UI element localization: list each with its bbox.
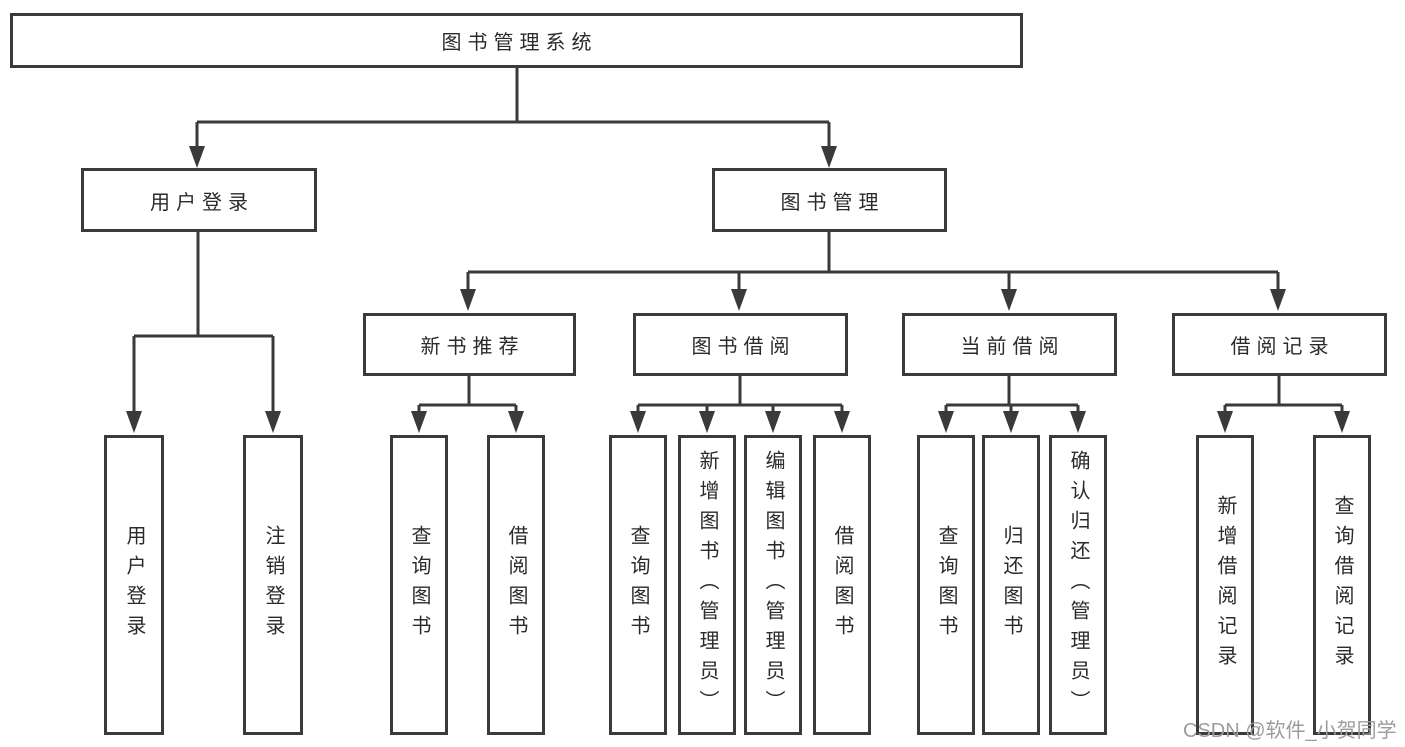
leaf-cb-query-book: 查询图书 <box>917 435 975 735</box>
arrow-down-icon <box>265 411 281 433</box>
node-label: 借阅记录 <box>1230 336 1335 358</box>
node-label: 新书推荐 <box>420 336 525 358</box>
node-label: 用户登录 <box>150 191 254 214</box>
leaf-label: 用户登录 <box>123 525 145 645</box>
leaf-nb-borrow-book: 借阅图书 <box>487 435 545 735</box>
arrow-down-icon <box>630 411 646 433</box>
leaf-label: 新增图书（管理员） <box>696 450 718 720</box>
node-label: 图书管理 <box>780 191 885 214</box>
arrow-down-icon <box>126 411 142 433</box>
arrow-down-icon <box>508 411 524 433</box>
leaf-bb-query-book: 查询图书 <box>609 435 667 735</box>
arrow-down-icon <box>1070 411 1086 433</box>
leaf-label: 查询图书 <box>408 525 430 645</box>
arrow-down-icon <box>1334 411 1350 433</box>
leaf-label: 借阅图书 <box>505 525 527 645</box>
arrow-down-icon <box>765 411 781 433</box>
connector-book-mgmt <box>466 232 1280 293</box>
leaf-label: 查询借阅记录 <box>1331 495 1353 675</box>
node-current-borrow: 当前借阅 <box>902 313 1117 376</box>
connector-borrow-record <box>1223 376 1344 415</box>
leaf-bb-edit-book-admin: 编辑图书（管理员） <box>744 435 802 735</box>
connector-user-login <box>132 232 275 415</box>
csdn-watermark: CSDN @软件_小贺同学 <box>1183 720 1397 742</box>
node-book-mgmt: 图书管理 <box>712 168 947 232</box>
leaf-label: 新增借阅记录 <box>1214 495 1236 675</box>
node-new-book-rec: 新书推荐 <box>363 313 576 376</box>
node-book-borrow: 图书借阅 <box>633 313 848 376</box>
leaf-label: 归还图书 <box>1000 525 1022 645</box>
node-label: 当前借阅 <box>960 336 1065 358</box>
arrow-down-icon <box>189 146 205 168</box>
leaf-bb-add-book-admin: 新增图书（管理员） <box>678 435 736 735</box>
node-user-login: 用户登录 <box>81 168 317 232</box>
leaf-bb-borrow-book: 借阅图书 <box>813 435 871 735</box>
arrow-down-icon <box>731 289 747 311</box>
node-label: 图书借阅 <box>691 336 796 358</box>
arrow-down-icon <box>699 411 715 433</box>
arrow-down-icon <box>938 411 954 433</box>
leaf-nb-query-book: 查询图书 <box>390 435 448 735</box>
leaf-cb-return-book: 归还图书 <box>982 435 1040 735</box>
node-label: 图书管理系统 <box>441 32 598 54</box>
leaf-cb-confirm-return-admin: 确认归还（管理员） <box>1049 435 1107 735</box>
arrow-down-icon <box>1003 411 1019 433</box>
leaf-br-query-record: 查询借阅记录 <box>1313 435 1371 735</box>
node-borrow-record: 借阅记录 <box>1172 313 1387 376</box>
arrow-down-icon <box>1217 411 1233 433</box>
arrow-down-icon <box>460 289 476 311</box>
arrow-down-icon <box>411 411 427 433</box>
leaf-br-add-record: 新增借阅记录 <box>1196 435 1254 735</box>
leaf-label: 查询图书 <box>627 525 649 645</box>
connector-current-borrow <box>944 376 1080 415</box>
arrow-down-icon <box>821 146 837 168</box>
leaf-label: 查询图书 <box>935 525 957 645</box>
leaf-label: 编辑图书（管理员） <box>762 450 784 720</box>
connector-new-book <box>417 376 518 415</box>
leaf-logout: 注销登录 <box>243 435 303 735</box>
connector-book-borrow <box>636 376 844 415</box>
arrow-down-icon <box>1001 289 1017 311</box>
leaf-label: 确认归还（管理员） <box>1067 450 1089 720</box>
arrow-down-icon <box>834 411 850 433</box>
node-root-system: 图书管理系统 <box>10 13 1023 68</box>
arrow-down-icon <box>1270 289 1286 311</box>
leaf-user-login: 用户登录 <box>104 435 164 735</box>
leaf-label: 借阅图书 <box>831 525 853 645</box>
leaf-label: 注销登录 <box>262 525 284 645</box>
connector-root <box>195 68 831 150</box>
